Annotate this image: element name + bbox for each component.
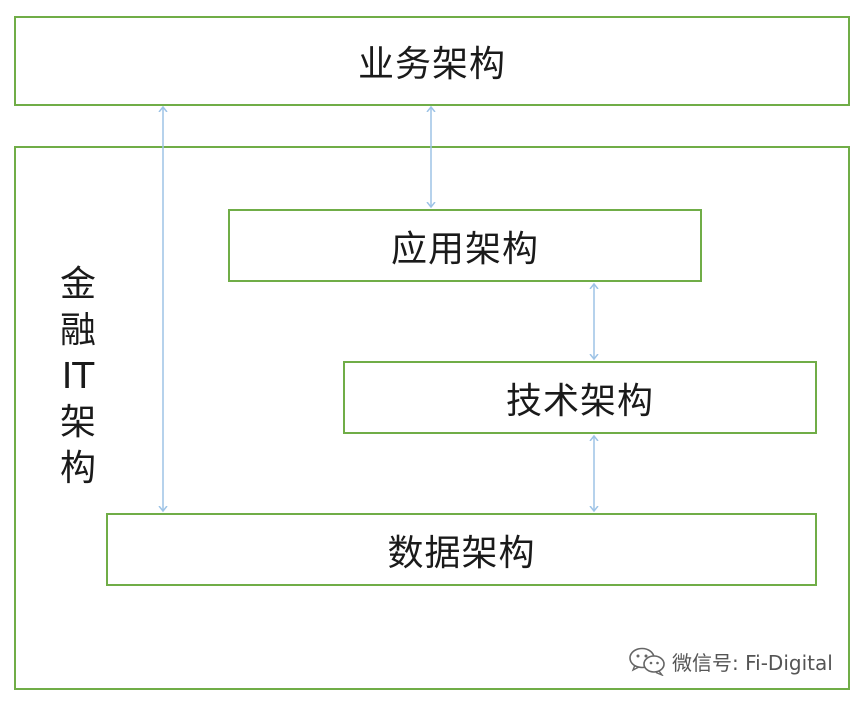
technology-architecture-label: 技术架构 bbox=[505, 380, 654, 422]
vertical-label-char: 金 bbox=[59, 264, 96, 305]
wechat-icon bbox=[629, 647, 665, 676]
business-architecture-box: 业务架构 bbox=[14, 16, 850, 106]
data-architecture-box: 数据架构 bbox=[106, 513, 817, 586]
data-architecture-label: 数据架构 bbox=[387, 532, 536, 574]
vertical-label-char: 架 bbox=[59, 402, 96, 443]
application-architecture-box: 应用架构 bbox=[228, 209, 702, 282]
watermark-text: 微信号: Fi-Digital bbox=[672, 650, 833, 675]
vertical-label-char: 构 bbox=[59, 448, 96, 489]
vertical-label-char: 融 bbox=[59, 310, 96, 351]
technology-architecture-box: 技术架构 bbox=[343, 361, 817, 434]
vertical-label-char: IT bbox=[61, 356, 95, 397]
application-architecture-label: 应用架构 bbox=[390, 228, 539, 270]
financial-it-architecture-label: 金 融 IT 架 构 bbox=[50, 262, 106, 492]
watermark: 微信号: Fi-Digital bbox=[628, 646, 833, 676]
business-architecture-label: 业务架构 bbox=[357, 44, 506, 85]
